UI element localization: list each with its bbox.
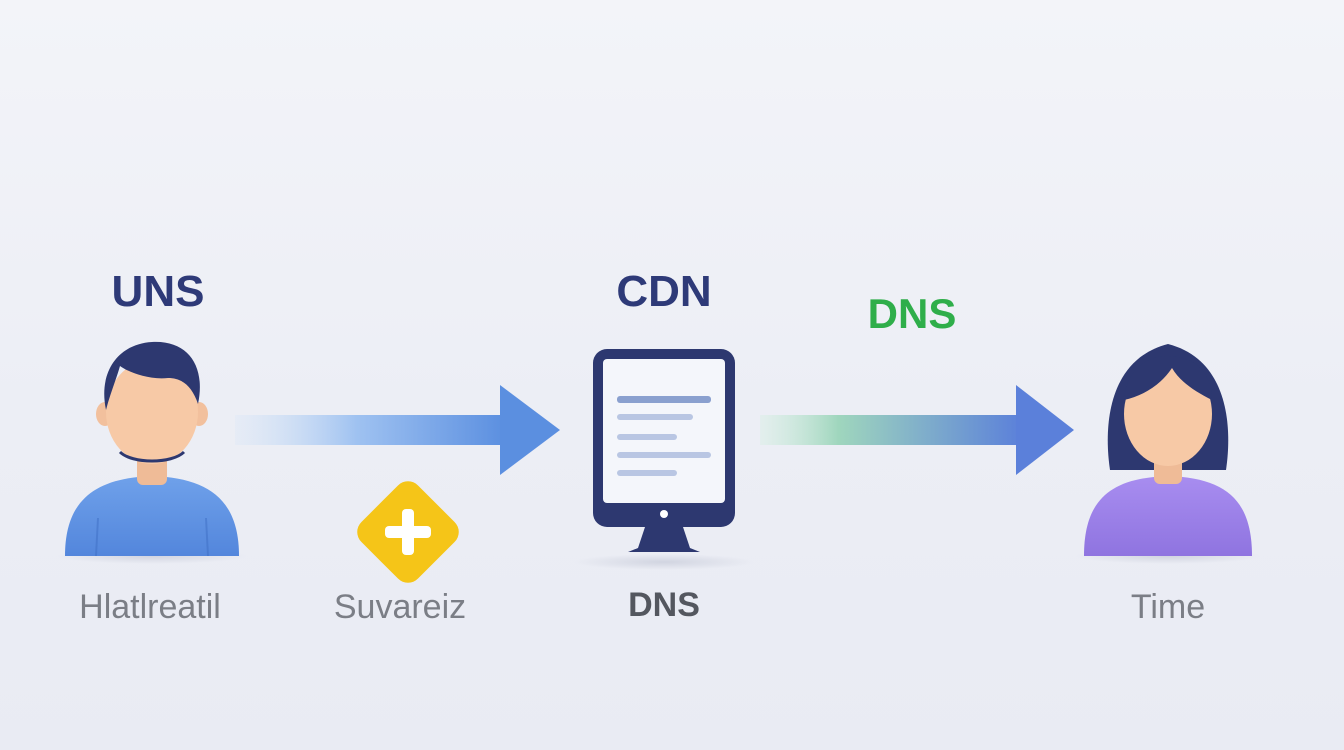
user-right-avatar [1076,344,1260,564]
user-left-title: UNS [111,267,205,316]
monitor-icon [574,349,754,570]
server-title: CDN [616,267,712,316]
arrow-to-user [760,385,1074,475]
user-left-caption: Hlatlreatil [79,588,221,626]
arrow-to-server [235,385,560,475]
add-badge-caption: Suvareiz [333,588,467,626]
user-left-avatar [57,341,247,564]
link-label: DNS [867,290,957,337]
plus-icon [357,481,459,583]
server-caption: DNS [628,586,700,624]
user-right-caption: Time [1130,588,1206,626]
